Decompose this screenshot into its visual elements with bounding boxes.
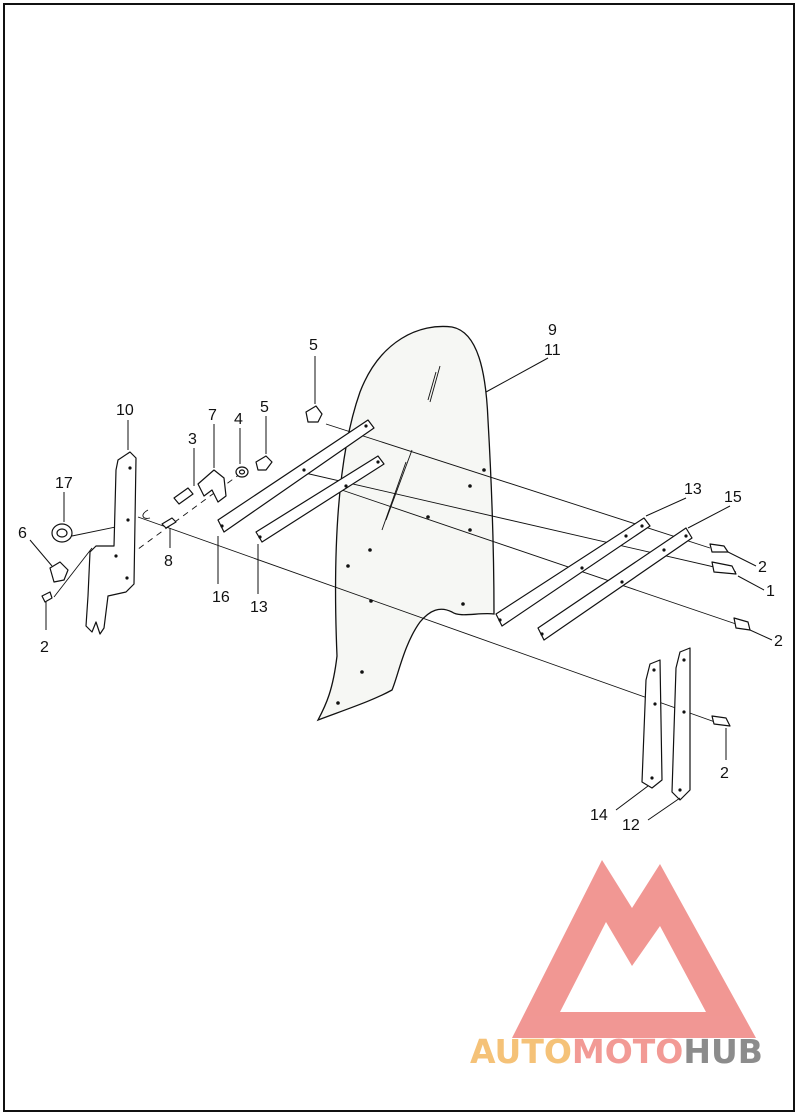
right-brace-part: [495, 517, 651, 627]
screw-part-right-long: [711, 561, 737, 575]
callout-13-left: 13: [250, 599, 268, 616]
watermark-moto: MOTO: [571, 1032, 684, 1071]
watermark-logo-text: AUTOMOTOHUB: [470, 1032, 763, 1071]
watermark-emblem-icon: [512, 860, 756, 1038]
callout-13-right: 13: [684, 481, 702, 498]
screw-part: [41, 591, 53, 603]
callout-5-upper: 5: [309, 337, 318, 354]
watermark-auto: AUTO: [470, 1032, 572, 1071]
callout-leaders: [29, 356, 773, 821]
lower-brace-part: [641, 659, 663, 789]
callout-2-right-upper: 2: [758, 559, 767, 576]
left-bracket-part: [85, 451, 137, 635]
windshield-part: [316, 325, 495, 722]
callout-9: 9: [548, 322, 557, 339]
callout-7: 7: [208, 407, 217, 424]
nut-part-upper: [305, 405, 323, 423]
grommet-part: [51, 523, 73, 543]
stud-part: [173, 487, 194, 505]
callout-5: 5: [260, 399, 269, 416]
clamp-part: [197, 469, 227, 503]
screw-part-right-lower: [733, 617, 751, 631]
lower-outer-brace-part: [671, 647, 691, 801]
callout-10: 10: [116, 402, 134, 419]
callout-6: 6: [18, 525, 27, 542]
callout-2-right-lower: 2: [774, 633, 783, 650]
acorn-nut-part: [49, 561, 69, 583]
nut-part: [255, 455, 273, 471]
watermark-hub: HUB: [683, 1032, 763, 1071]
callout-3: 3: [188, 431, 197, 448]
callout-1: 1: [766, 583, 775, 600]
left-inner-brace-part: [255, 455, 385, 543]
callout-14: 14: [590, 807, 608, 824]
callout-2-left: 2: [40, 639, 49, 656]
callout-17: 17: [55, 475, 73, 492]
screw-part-right-upper: [709, 543, 729, 553]
callout-12: 12: [622, 817, 640, 834]
washer-part: [235, 466, 249, 478]
callout-11: 11: [544, 342, 561, 359]
left-brace-part: [217, 419, 375, 533]
right-inner-brace-part: [537, 527, 693, 641]
callout-labels: 5 9 11 10 7 4 5 3 17 6 2 8 16 13 13 15 2…: [18, 322, 783, 834]
pin-part: [142, 509, 177, 529]
callout-8: 8: [164, 553, 173, 570]
callout-4: 4: [234, 411, 243, 428]
callout-15: 15: [724, 489, 742, 506]
screw-part-bottom-right: [711, 715, 731, 727]
callout-16: 16: [212, 589, 230, 606]
callout-2-bottom: 2: [720, 765, 729, 782]
page-border: [3, 3, 795, 1112]
